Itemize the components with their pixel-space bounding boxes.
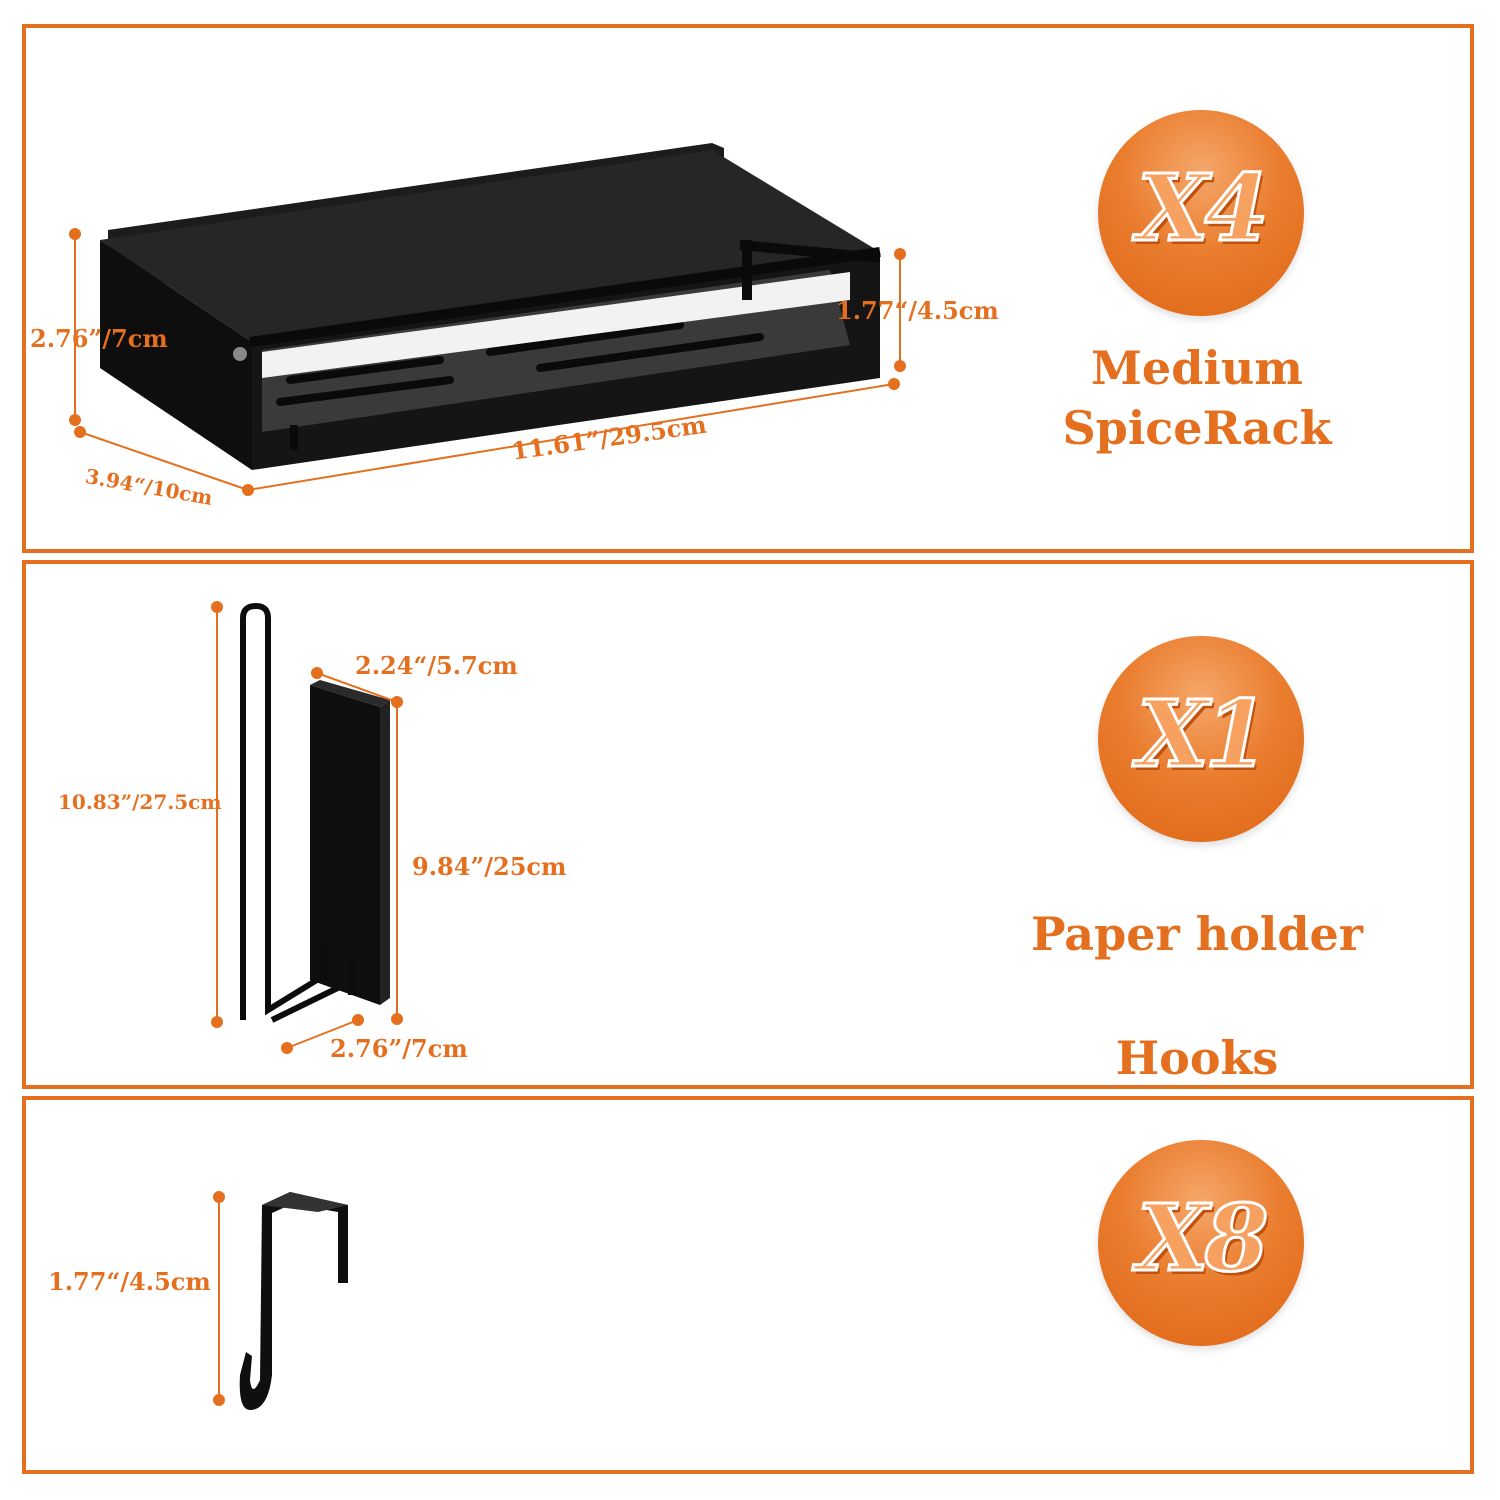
paper-plate-height-label: 9.84”/25cm	[412, 852, 567, 881]
hooks-quantity-text: X8	[1136, 1184, 1270, 1292]
rack-quantity-badge: X4	[1098, 110, 1304, 316]
hooks-quantity-badge: X8	[1098, 1140, 1304, 1346]
hook-image	[239, 1192, 348, 1410]
hooks-title: Hooks	[1115, 1031, 1279, 1085]
paper-quantity-text: X1	[1136, 680, 1270, 788]
paper-total-height-label: 10.83”/27.5cm	[58, 790, 222, 814]
rack-height-back-label: 2.76”/7cm	[30, 324, 168, 353]
paper-quantity-badge: X1	[1098, 636, 1304, 842]
rack-quantity-text: X4	[1136, 154, 1270, 262]
rack-title-line1: Medium	[1091, 341, 1303, 395]
paper-depth-label: 2.76”/7cm	[330, 1034, 468, 1063]
paper-holder-dimension-lines	[211, 601, 403, 1054]
paper-plate-width-label: 2.24“/5.7cm	[355, 651, 518, 680]
paper-title: Paper holder	[1030, 907, 1364, 961]
hook-dimension-lines	[213, 1191, 225, 1406]
paper-holder-image	[240, 602, 390, 1023]
spice-rack-dimension-lines	[69, 228, 906, 496]
spice-rack-image	[100, 143, 881, 470]
rack-title-line2: SpiceRack	[1062, 401, 1332, 455]
rack-height-front-label: 1.77“/4.5cm	[836, 296, 999, 325]
hook-height-label: 1.77“/4.5cm	[48, 1267, 211, 1296]
